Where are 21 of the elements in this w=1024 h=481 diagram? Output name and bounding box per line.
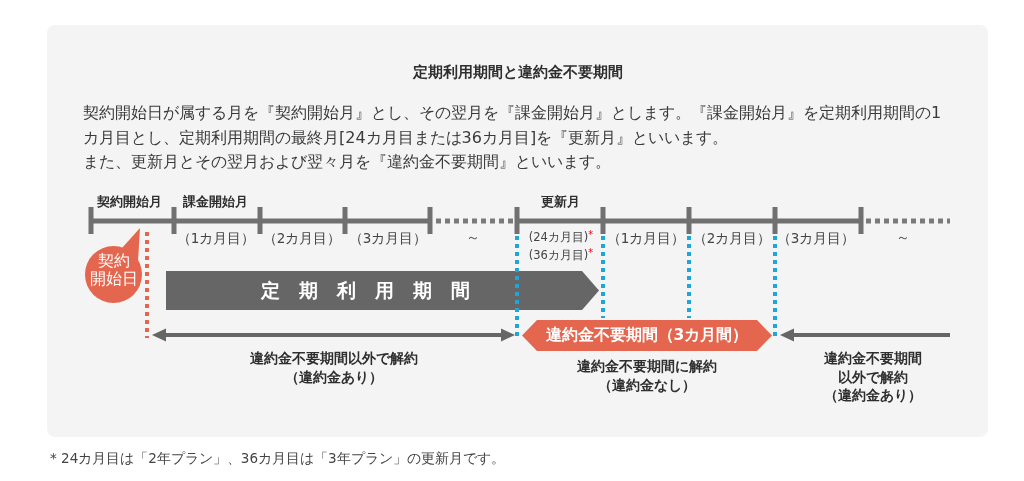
hexagon-banner: 違約金不要期間（3カ月間） bbox=[522, 320, 772, 351]
arrow-banner: 定期利用期間 bbox=[166, 271, 599, 310]
wave-dash: ～ bbox=[466, 229, 480, 247]
month-heading: 契約開始月 bbox=[96, 194, 162, 210]
month-label: （2カ月目） bbox=[692, 229, 772, 247]
footnote: * 24カ月目は「2年プラン」、36カ月目は「3年プラン」の更新月です。 bbox=[50, 449, 505, 467]
month-label: （1カ月目） bbox=[606, 229, 686, 247]
note-text: 違約金不要期間以外で解約（違約金あり） bbox=[249, 348, 419, 386]
month-label: （3カ月目） bbox=[348, 229, 428, 247]
month-heading: 更新月 bbox=[540, 194, 580, 210]
note-text: 違約金不要期間以外で解約（違約金あり） bbox=[823, 349, 923, 405]
wave-dash: ～ bbox=[896, 229, 910, 247]
month-label: (24カ月目)$^{*}$ bbox=[528, 229, 594, 245]
paragraph: また、更新月とその翌月および翌々月を『違約金不要期間』といいます。 bbox=[83, 151, 612, 173]
note-text: 違約金不要期間に解約（違約金なし） bbox=[576, 356, 718, 394]
title: 定期利用期間と違約金不要期間 bbox=[413, 62, 623, 82]
paragraph: 契約開始日が属する月を『契約開始月』とし、その翌月を『課金開始月』とします。『課金開始月』を定期利用期間の1カ月目とし、定期利用期間の最終月[24カ月目または36カ月目]を『更新月』といいます。 bbox=[83, 102, 943, 149]
month-label: （1カ月目） bbox=[176, 229, 256, 247]
month-label: （3カ月目） bbox=[776, 229, 856, 247]
month-label: （2カ月目） bbox=[262, 229, 342, 247]
month-heading: 課金開始月 bbox=[182, 194, 248, 210]
